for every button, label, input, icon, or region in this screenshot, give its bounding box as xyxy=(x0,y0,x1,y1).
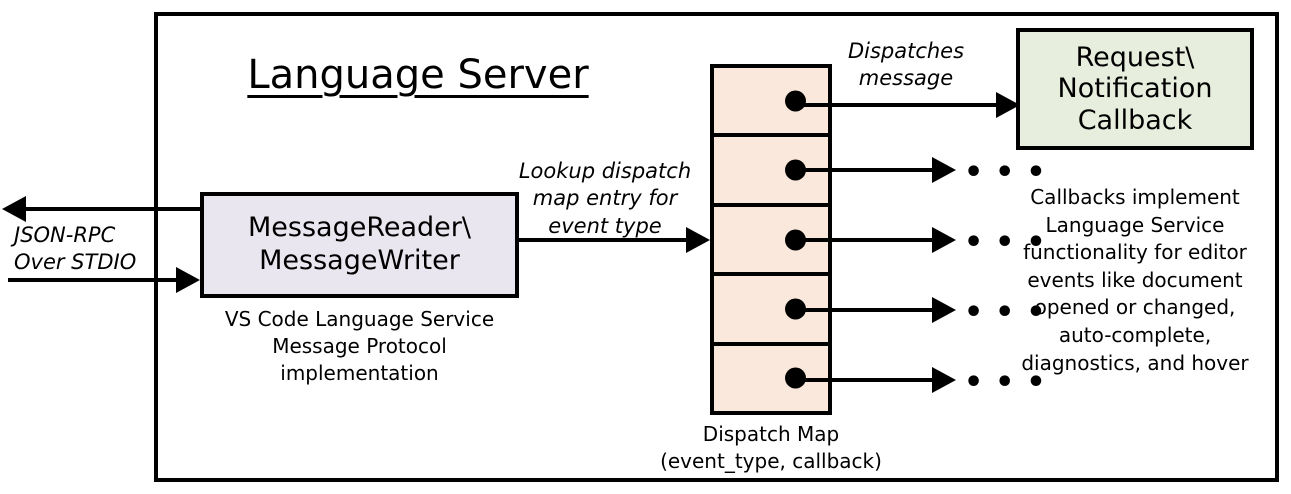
dispatch-row5-arrowhead xyxy=(932,367,956,393)
callback-box-line1: Request\ xyxy=(1075,42,1195,74)
jsonrpc-label-line2: Over STDIO xyxy=(14,250,137,275)
dispatch-caption-line1: Dispatch Map xyxy=(702,422,840,446)
dispatch-row2-ellipsis: • • • xyxy=(964,155,1049,190)
dispatches-label-line2: message xyxy=(858,66,954,91)
incoming-message-line xyxy=(8,278,190,282)
callback-caption-line6: auto-complete, xyxy=(1058,322,1212,347)
lookup-label-line2: map entry for xyxy=(532,186,678,211)
dispatch-row2-arrowhead xyxy=(932,157,956,183)
message-reader-writer-caption: VS Code Language Service Message Protoco… xyxy=(200,306,519,387)
lookup-dispatch-label: Lookup dispatch map entry for event type xyxy=(510,158,700,240)
dispatch-row4-arrowhead xyxy=(932,297,956,323)
message-reader-writer-box[interactable]: MessageReader\ MessageWriter xyxy=(200,192,519,298)
reader-caption-line1: VS Code Language Service xyxy=(224,307,495,331)
dispatch-row5-line xyxy=(790,378,938,382)
dispatch-row3-ellipsis: • • • xyxy=(964,225,1049,260)
callback-caption-line2: Language Service xyxy=(1045,212,1225,237)
request-notification-callback-box[interactable]: Request\ Notification Callback xyxy=(1016,28,1254,150)
incoming-message-arrowhead xyxy=(176,267,200,293)
dispatch-map-row-2[interactable] xyxy=(714,137,828,207)
dispatch-row4-line xyxy=(790,308,938,312)
lookup-dispatch-arrowhead xyxy=(686,227,710,253)
reader-box-line1: MessageReader\ xyxy=(248,212,471,244)
callback-caption-line3: functionality for editor xyxy=(1023,240,1247,265)
dispatch-row3-arrowhead xyxy=(932,227,956,253)
dispatch-map-caption: Dispatch Map (event_type, callback) xyxy=(646,421,896,475)
dispatch-row4-ellipsis: • • • xyxy=(964,295,1049,330)
outgoing-message-arrowhead xyxy=(2,196,26,222)
dispatches-message-label: Dispatches message xyxy=(826,38,986,93)
jsonrpc-label-line1: JSON-RPC xyxy=(14,223,116,247)
callback-caption-line4: events like document xyxy=(1027,267,1243,292)
callback-dot-icon xyxy=(785,90,806,112)
language-server-frame xyxy=(154,12,1279,482)
callback-description-caption: Callbacks implement Language Service fun… xyxy=(1010,184,1260,377)
lookup-label-line1: Lookup dispatch xyxy=(518,159,692,183)
callback-caption-line7: diagnostics, and hover xyxy=(1021,350,1249,375)
lookup-label-line3: event type xyxy=(548,213,662,238)
dispatch-row5-ellipsis: • • • xyxy=(964,365,1049,400)
reader-box-line2: MessageWriter xyxy=(259,245,460,276)
callback-box-line2: Notification xyxy=(1057,73,1213,105)
dispatch-row1-line xyxy=(790,103,1002,107)
callback-caption-line5: opened or changed, xyxy=(1034,295,1236,320)
dispatch-map-table[interactable] xyxy=(710,64,832,415)
dispatch-row3-line xyxy=(790,238,938,242)
callback-box-line3: Callback xyxy=(1077,104,1193,136)
reader-caption-line2: Message Protocol implementation xyxy=(272,334,447,385)
dispatch-row2-line xyxy=(790,168,938,172)
jsonrpc-edge-label: JSON-RPC Over STDIO xyxy=(14,222,174,277)
callback-caption-line1: Callbacks implement xyxy=(1030,185,1240,209)
outgoing-message-line xyxy=(24,207,202,211)
dispatch-caption-line2: (event_type, callback) xyxy=(660,449,882,473)
dispatches-label-line1: Dispatches xyxy=(847,39,965,63)
page-title: Language Server xyxy=(247,52,589,98)
lookup-dispatch-line xyxy=(518,238,690,242)
